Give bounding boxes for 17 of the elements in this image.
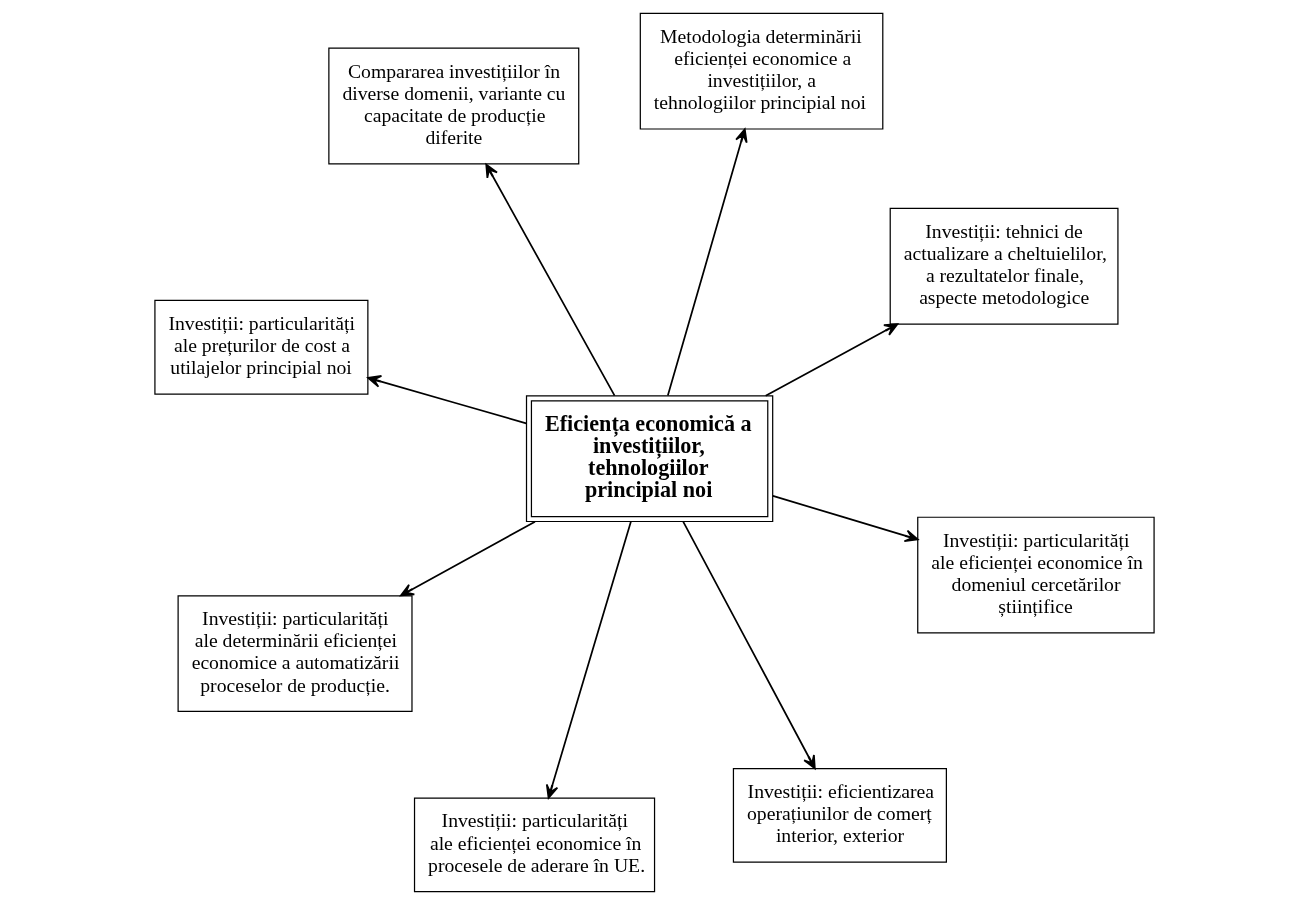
node-box: Eficiența economică a investițiilor, tehnologiilor principial noi — [525, 395, 773, 523]
arrow — [771, 495, 919, 543]
node-box: Investiții: tehnici de actualizare a cheltuielilor, a rezultatelor finale, aspecte metodologice — [889, 207, 1119, 325]
arrow — [484, 163, 615, 397]
node-box: Metodologia determinării eficienței economice a investițiilor, a tehnologiilor principial noi — [639, 12, 883, 130]
node-box: Investiții: particularități ale eficienței economice în procesele de aderare în UE. — [413, 797, 655, 893]
node-box: Investiții: eficientizarea operațiunilor de comerț interior, exterior — [732, 768, 947, 863]
arrow — [399, 520, 536, 597]
node-box: Investiții: particularități ale eficienței economice în domeniul cercetărilor științifice — [916, 516, 1155, 634]
arrow — [666, 128, 748, 397]
node-box: Investiții: particularități ale determinării eficienței economice a automatizării proceselor de producție. — [177, 595, 413, 713]
arrow — [764, 323, 898, 397]
arrow — [681, 520, 816, 770]
node-box: Investiții: particularități ale prețurilor de cost a utilajelor principial noi — [153, 299, 368, 395]
arrow — [545, 520, 632, 799]
node-box: Compararea investițiilor în diverse domenii, variante cu capacitate de producție diferite — [327, 47, 579, 165]
arrow — [366, 375, 527, 425]
